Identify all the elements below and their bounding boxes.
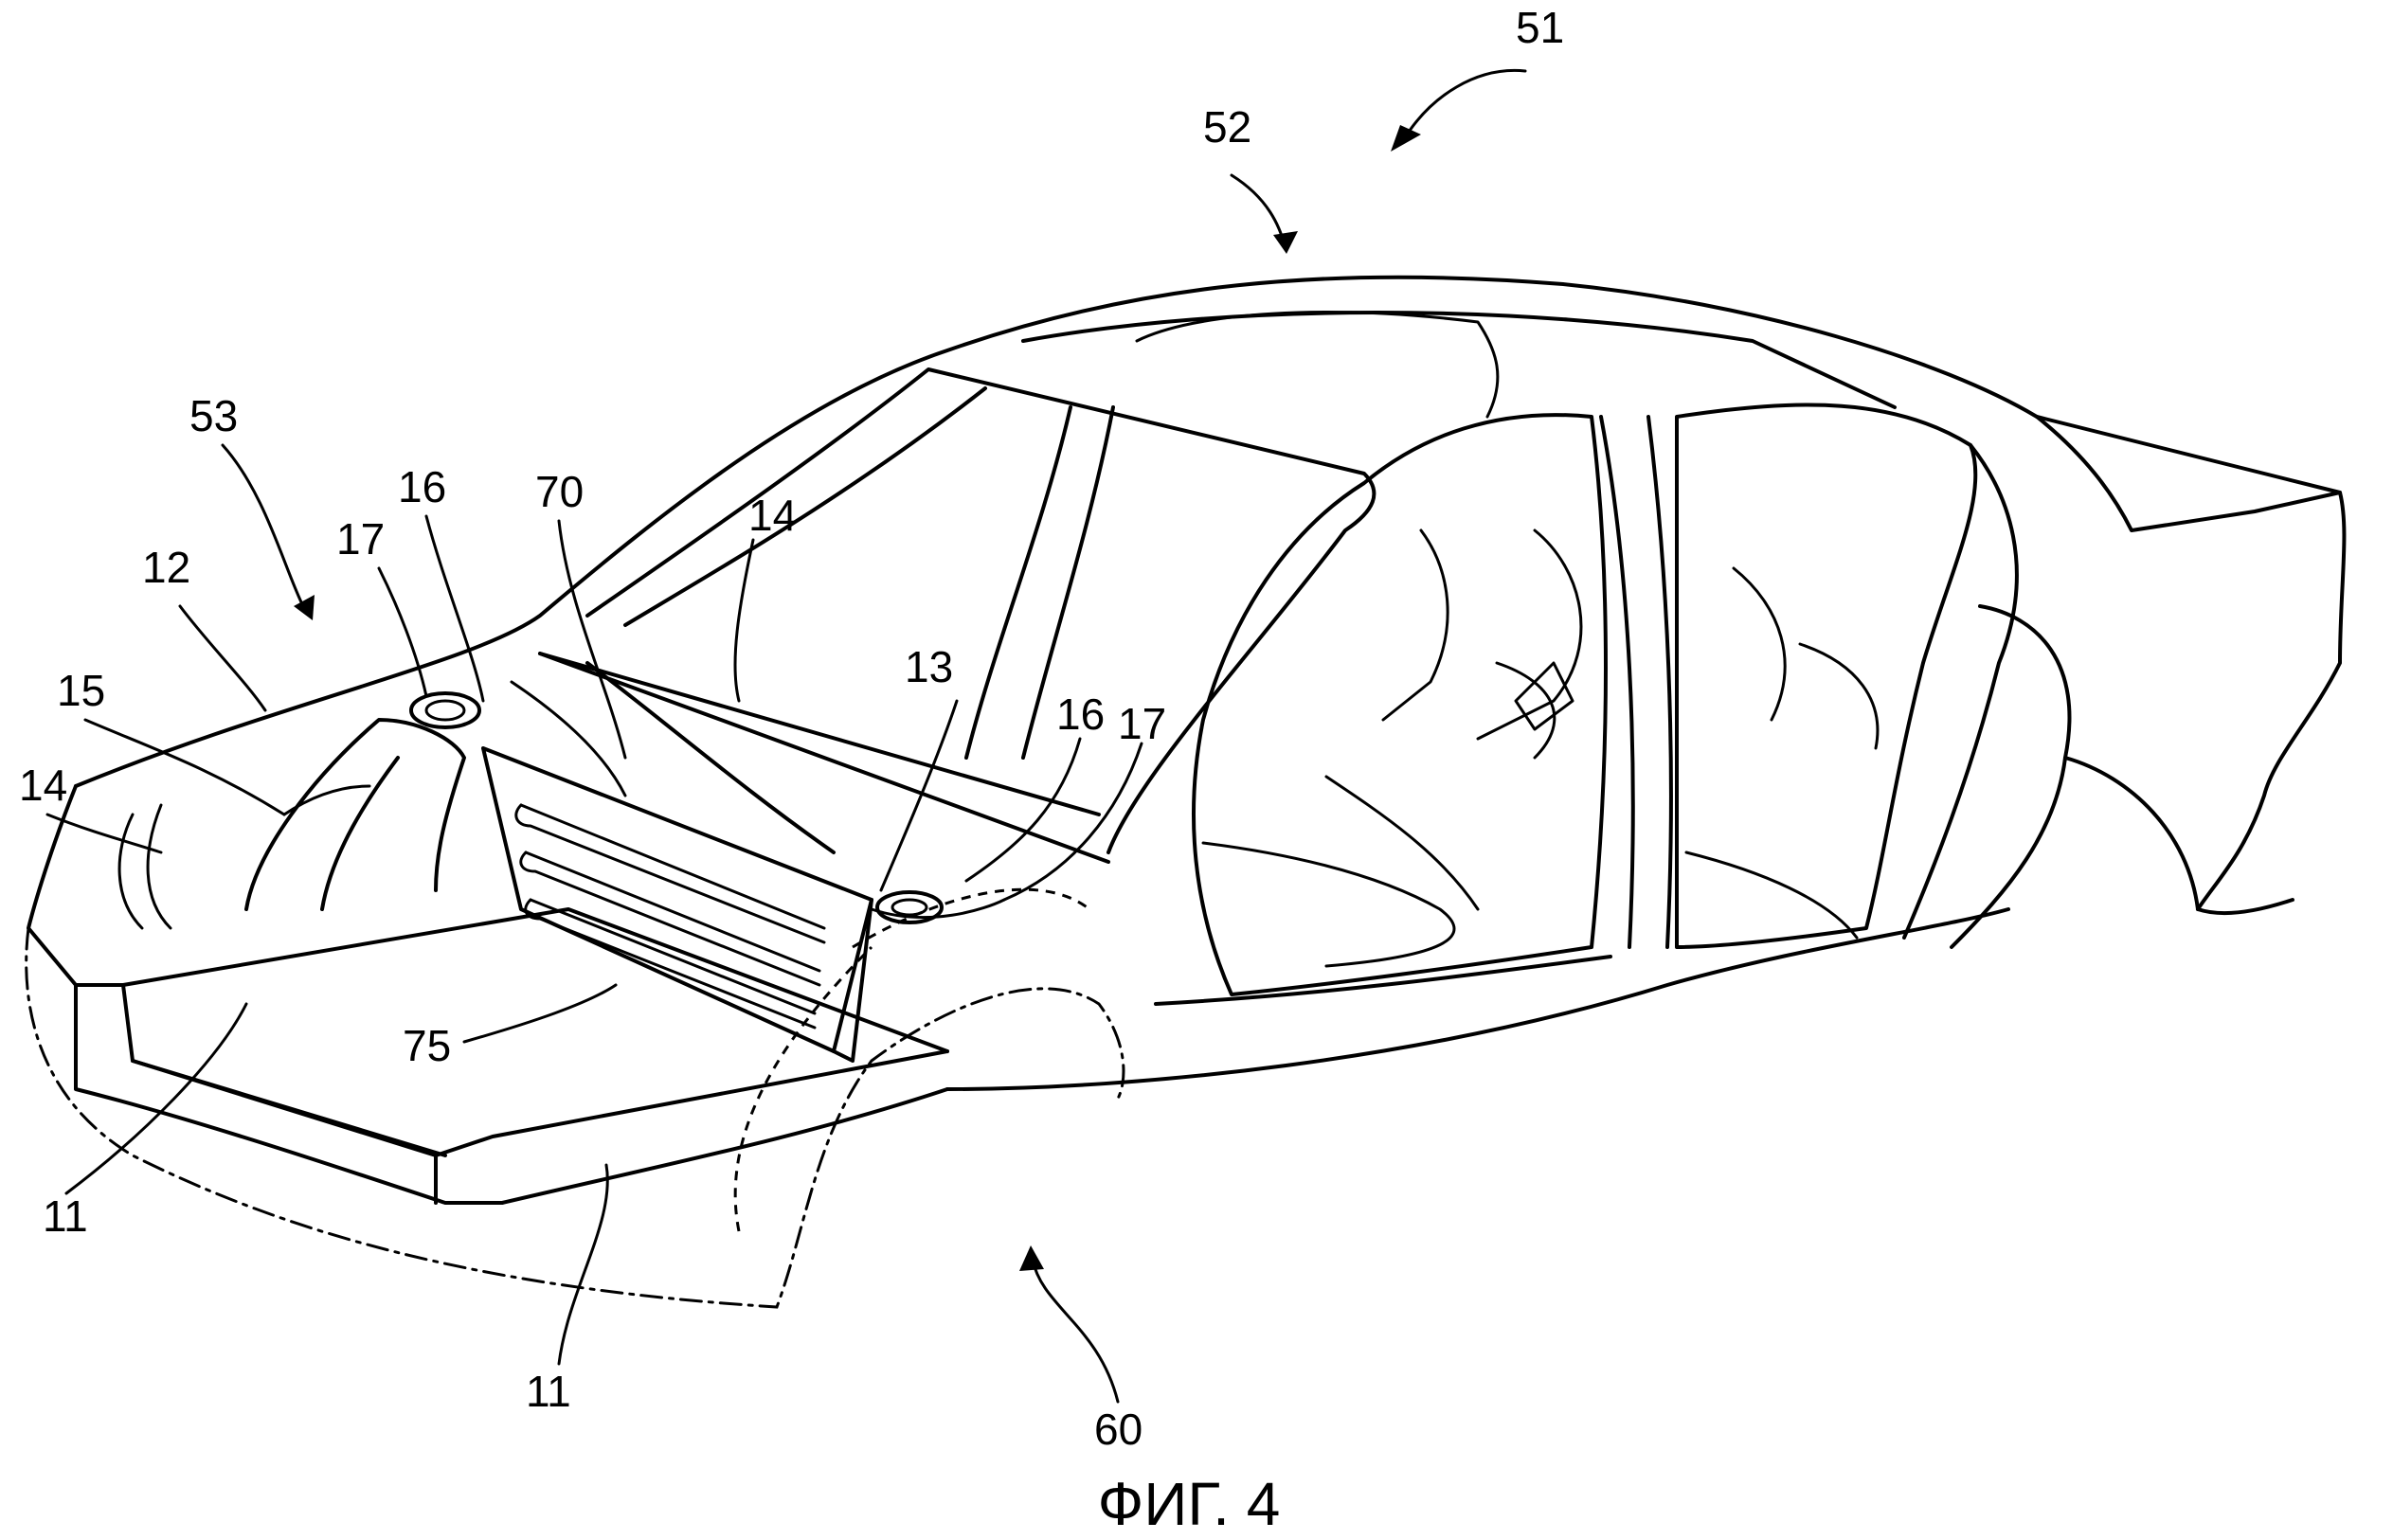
ref-52: 52 [1203,102,1251,152]
ref-15: 15 [57,666,105,715]
ref-11-bottom: 11 [526,1367,571,1416]
ref-60: 60 [1094,1405,1143,1454]
ref-16-right: 16 [1056,689,1105,739]
ref-75: 75 [403,1021,451,1070]
ref-14-left: 14 [19,761,67,810]
hidden-line [733,945,873,1232]
front-compartment [27,652,1110,1205]
car-body-outline [74,275,2347,1091]
ref-17-right: 17 [1118,699,1166,748]
ref-16-left: 16 [398,462,446,511]
ref-14-top: 14 [748,491,797,540]
leader-lines [45,68,1527,1404]
ref-51: 51 [1516,3,1564,52]
ref-70: 70 [535,467,584,516]
reference-numerals: 51 52 53 12 17 16 70 14 15 14 13 16 17 7… [19,3,1564,1454]
ref-11-left: 11 [43,1191,88,1241]
ref-53: 53 [189,391,238,440]
partition-panel [481,746,873,1063]
ref-12: 12 [142,543,190,592]
figure-caption: ФИГ. 4 [1098,1470,1281,1538]
phantom-outline [25,926,1125,1309]
ref-17-left: 17 [336,514,385,564]
ref-13: 13 [905,642,953,691]
hidden-line [852,887,1090,949]
